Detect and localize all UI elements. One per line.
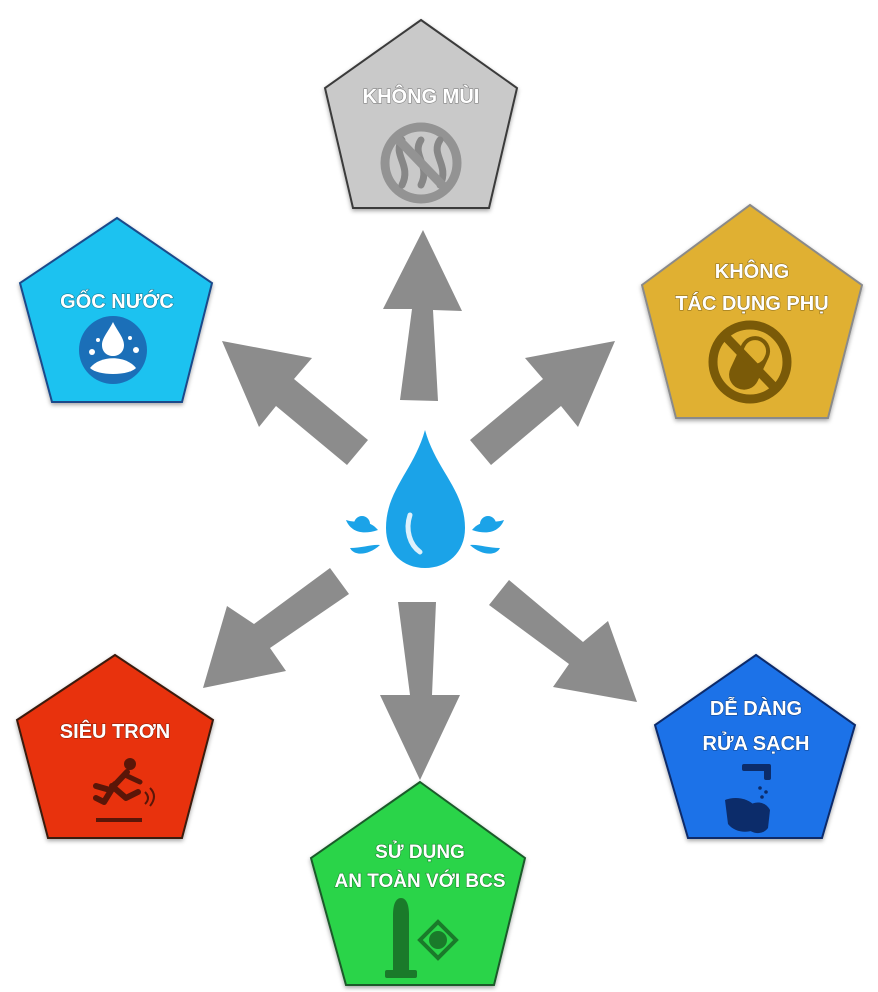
pentagon-sieu-tron: [15, 653, 215, 839]
arrow-down: [380, 602, 460, 780]
label-de-dang-line1: DỄ DÀNG: [710, 697, 802, 720]
pentagon-de-dang-rua-sach: [653, 653, 857, 839]
node-sieu-tron: SIÊU TRƠN: [15, 653, 215, 839]
label-khong-tac-dung-phu-line1: KHÔNG: [715, 259, 789, 283]
arrow-up: [383, 230, 462, 401]
no-pill-icon: [708, 320, 792, 404]
washing-hands-icon: [725, 764, 771, 834]
no-odor-icon: [380, 122, 462, 204]
node-khong-mui: KHÔNG MÙI: [323, 18, 519, 209]
water-drop-icon: [346, 430, 504, 568]
slipping-person-icon: [93, 758, 155, 822]
pentagon-khong-mui: [323, 18, 519, 209]
condom-icon: [385, 898, 459, 978]
arrow-up-left: [222, 341, 368, 465]
label-goc-nuoc: GỐC NƯỚC: [60, 289, 174, 313]
arrow-down-right: [489, 580, 637, 702]
node-de-dang-rua-sach: DỄ DÀNG RỬA SẠCH: [653, 653, 857, 839]
label-khong-mui: KHÔNG MÙI: [363, 84, 480, 108]
label-de-dang-line2: RỬA SẠCH: [703, 731, 810, 755]
label-su-dung-line1: SỬ DỤNG: [375, 841, 465, 863]
water-splash-icon: [79, 316, 147, 384]
node-goc-nuoc: GỐC NƯỚC: [18, 216, 214, 403]
arrow-up-right: [470, 341, 615, 465]
node-khong-tac-dung-phu: KHÔNG TÁC DỤNG PHỤ: [640, 203, 864, 419]
pentagon-khong-tac-dung-phu: [640, 203, 864, 419]
pentagon-su-dung-an-toan: [309, 780, 527, 986]
pentagon-goc-nuoc: [18, 216, 214, 403]
label-su-dung-line2: AN TOÀN VỚI BCS: [334, 870, 505, 892]
node-su-dung-an-toan: SỬ DỤNG AN TOÀN VỚI BCS: [309, 780, 527, 986]
arrow-down-left: [203, 568, 349, 688]
label-khong-tac-dung-phu-line2: TÁC DỤNG PHỤ: [675, 292, 828, 315]
label-sieu-tron: SIÊU TRƠN: [60, 719, 170, 743]
arrows-group: [203, 230, 637, 780]
